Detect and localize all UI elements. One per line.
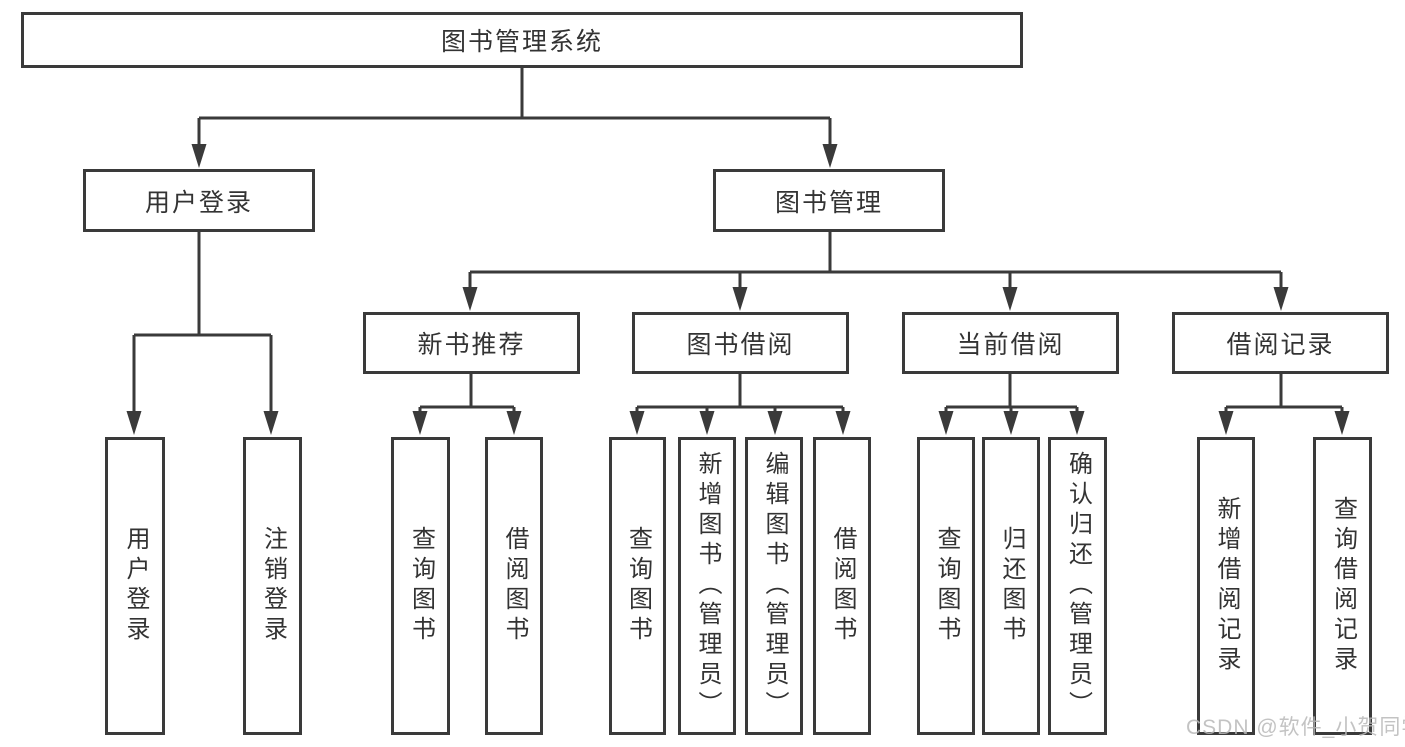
arrow-down-icon [629,411,645,435]
arrow-down-icon [126,411,142,435]
arrow-down-icon [822,144,838,168]
arrow-down-icon [462,287,478,311]
arrow-down-icon [1002,287,1018,311]
arrow-down-icon [835,411,851,435]
leaf-logout: 注销登录 [243,437,302,735]
arrow-down-icon [1273,287,1289,311]
leaf-edit-book-admin: 编辑图书（管理员） [745,437,803,735]
connector-user-login-children [126,232,279,435]
node-book-management: 图书管理 [713,169,945,232]
csdn-watermark: CSDN @软件_小贺同学 [1186,716,1405,739]
leaf-borrow-books-newbook: 借阅图书 [485,437,543,735]
node-book-borrow: 图书借阅 [632,312,849,374]
connector-book-management-children [462,232,1289,311]
leaf-query-books-borrow: 查询图书 [609,437,666,735]
connector-borrow-records-children [1218,374,1350,435]
leaf-user-login: 用户登录 [105,437,165,735]
connector-new-book-children [412,374,522,435]
node-root: 图书管理系统 [21,12,1023,68]
arrow-down-icon [767,411,783,435]
connector-root-to-level2 [191,68,838,168]
node-borrow-records: 借阅记录 [1172,312,1389,374]
leaf-add-borrow-record: 新增借阅记录 [1197,437,1255,735]
connector-current-borrow-children [938,374,1085,435]
arrow-down-icon [938,411,954,435]
node-new-book-recommend: 新书推荐 [363,312,580,374]
leaf-confirm-return-admin: 确认归还（管理员） [1048,437,1107,735]
connector-book-borrow-children [629,374,851,435]
leaf-add-book-admin: 新增图书（管理员） [678,437,736,735]
arrow-down-icon [1003,411,1019,435]
arrow-down-icon [699,411,715,435]
arrow-down-icon [1069,411,1085,435]
leaf-query-books-current: 查询图书 [917,437,975,735]
leaf-borrow-books-borrow: 借阅图书 [813,437,871,735]
arrow-down-icon [1334,411,1350,435]
leaf-query-borrow-record: 查询借阅记录 [1313,437,1372,735]
arrow-down-icon [412,411,428,435]
arrow-down-icon [191,144,207,168]
arrow-down-icon [1218,411,1234,435]
leaf-query-books-newbook: 查询图书 [391,437,450,735]
arrow-down-icon [263,411,279,435]
node-current-borrow: 当前借阅 [902,312,1119,374]
leaf-return-book: 归还图书 [982,437,1040,735]
arrow-down-icon [506,411,522,435]
node-user-login: 用户登录 [83,169,315,232]
arrow-down-icon [732,287,748,311]
